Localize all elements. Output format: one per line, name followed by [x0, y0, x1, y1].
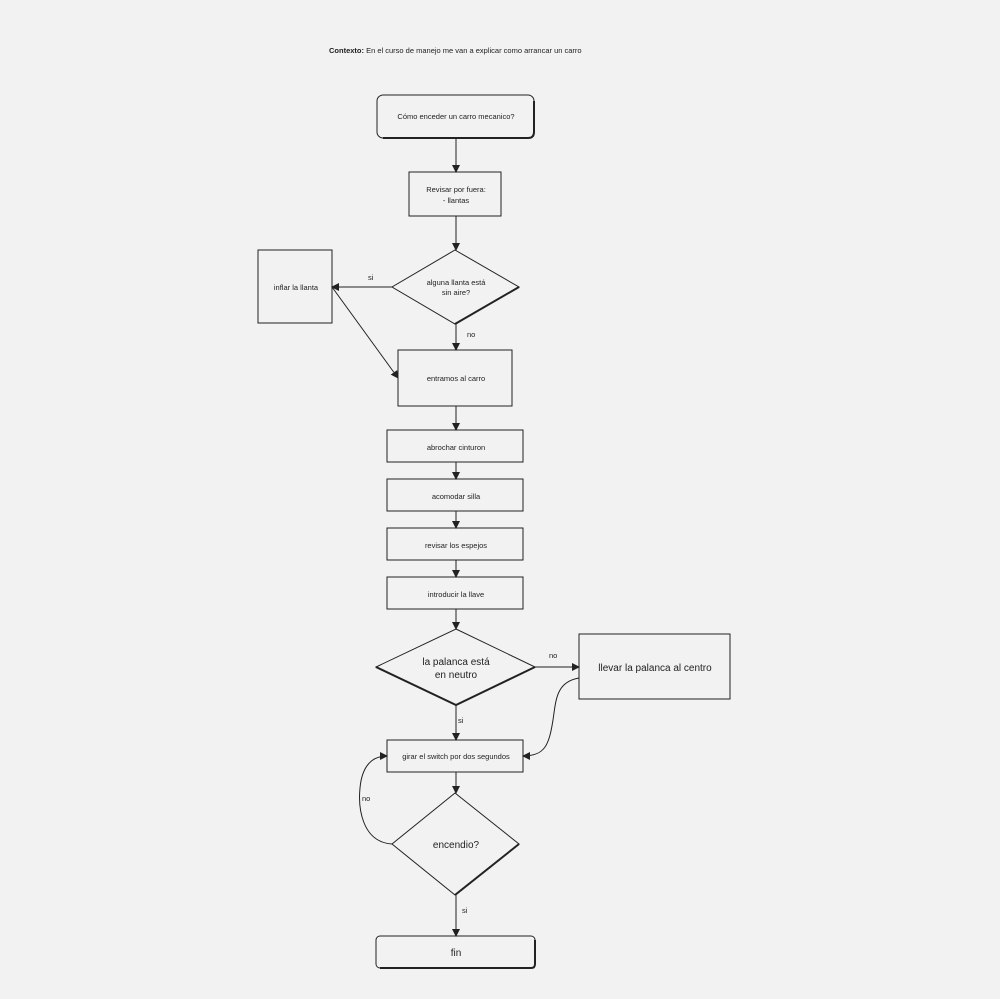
- silla-node[interactable]: [386, 478, 524, 512]
- espejos-label: revisar los espejos: [425, 541, 487, 550]
- edge-label-no-llevar: no: [549, 651, 557, 660]
- context-label: Contexto:: [329, 46, 364, 55]
- inflar-label: inflar la llanta: [274, 283, 319, 292]
- edge-label-si-inflar: si: [368, 273, 374, 282]
- llevar-label: llevar la palanca al centro: [598, 663, 712, 674]
- edge-encendio-switch: [359, 752, 393, 845]
- edge-label-no-retry: no: [362, 794, 370, 803]
- encendio-label: encendio?: [433, 840, 480, 851]
- edge-label-si-switch: si: [458, 716, 464, 725]
- context-text: En el curso de manejo me van a explicar …: [364, 46, 582, 55]
- switch-label: girar el switch por dos segundos: [402, 752, 510, 761]
- switch-node[interactable]: [386, 739, 524, 773]
- edge-label-no-entrar: no: [467, 330, 475, 339]
- fin-label: fin: [451, 948, 462, 959]
- llanta-label-line2: sin aire?: [442, 288, 470, 297]
- start-label: Cómo enceder un carro mecanico?: [397, 112, 514, 121]
- edge-llevar-switch: [522, 677, 580, 760]
- espejos-node[interactable]: [386, 527, 524, 561]
- palanca-label-line2: en neutro: [435, 670, 478, 681]
- inflar-node[interactable]: [257, 249, 333, 324]
- silla-label: acomodar silla: [432, 492, 481, 501]
- palanca-label-line1: la palanca está: [422, 657, 490, 668]
- llave-label: introducir la llave: [428, 590, 484, 599]
- entrar-label: entramos al carro: [427, 374, 485, 383]
- edge-label-si-fin: si: [462, 906, 468, 915]
- llanta-label-line1: alguna llanta está: [427, 278, 487, 287]
- revisar-label-line2: - llantas: [443, 196, 470, 205]
- context-note: Contexto: En el curso de manejo me van a…: [329, 46, 582, 55]
- llanta-decision[interactable]: [391, 249, 520, 325]
- edge-inflar-entrar: [331, 286, 399, 379]
- cinturon-label: abrochar cinturon: [427, 443, 485, 452]
- llave-node[interactable]: [386, 576, 524, 610]
- llevar-node[interactable]: [578, 633, 731, 700]
- revisar-label-line1: Revisar por fuera:: [426, 185, 486, 194]
- revisar-node[interactable]: [408, 171, 502, 217]
- cinturon-node[interactable]: [386, 429, 524, 463]
